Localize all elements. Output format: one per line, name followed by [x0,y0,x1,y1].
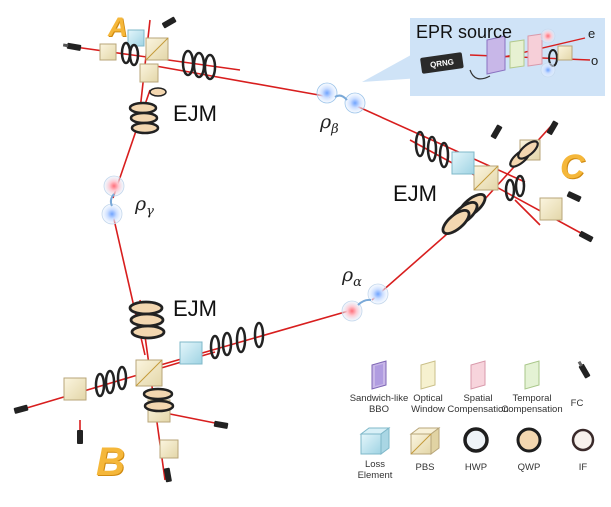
fiber-coupler-icon [163,467,172,483]
legend-label-pbs: PBS [415,462,435,473]
node-label-c: C [560,148,585,186]
pbs-icon [145,37,169,61]
fiber-coupler-icon [566,191,582,202]
pbs-icon [557,45,573,61]
hwp-icon [414,130,426,158]
epr-port-o: o [591,53,599,68]
if-icon [571,428,595,452]
hwp-icon [129,312,165,328]
photon-pair-beta [316,82,366,114]
qrng-chip-icon: QRNG [420,52,464,74]
ejm-label-a: EJM [173,101,217,126]
pbs-icon [99,43,117,61]
fiber-coupler-icon [62,42,82,51]
epr-source-title: EPR source [416,22,513,42]
fiber-coupler-icon [213,420,229,429]
sandwich-bbo-icon [371,360,387,390]
loss-element-icon [127,29,145,47]
beam-beta-to-c [351,103,526,183]
hwp-icon [130,324,166,340]
hwp-icon [438,141,450,169]
fiber-coupler-icon [77,430,83,444]
hwp-icon [514,174,526,198]
temporal-compensation-icon [524,360,540,390]
qwp-icon [149,87,167,97]
hwp-icon [94,372,106,398]
qwp-icon [516,427,542,453]
legend-label-if: IF [578,462,588,473]
fiber-coupler-icon [546,120,559,136]
pbs-icon [159,439,179,459]
ejm-label-b: EJM [173,296,217,321]
hwp-icon [130,121,160,135]
fiber-coupler-icon [578,230,594,243]
hwp-icon [253,321,265,349]
pbs-icon [135,359,163,387]
hwp-icon [104,369,116,395]
node-label-a: A [108,12,128,42]
hwp-icon [143,399,175,413]
state-label-alpha: ρα [342,264,362,290]
pbs-icon [63,377,87,401]
sandwich-bbo-icon [486,35,506,75]
epr-source-panel: QRNG [362,18,605,96]
state-label-gamma: ργ [135,193,154,219]
loss-element-icon [451,151,475,175]
loss-element-icon [359,427,391,455]
fiber-coupler-icon [13,404,29,414]
state-label-beta: ρβ [320,111,339,137]
hwp-icon [221,331,233,357]
pbs-icon [473,165,499,191]
hwp-icon [209,334,221,360]
photon-pair-gamma [101,175,125,225]
spatial-compensation-icon [470,360,486,390]
hwp-icon [441,209,471,235]
hwp-icon [235,326,247,354]
optical-window-icon [420,360,436,390]
hwp-icon [128,300,164,316]
legend-label-hwp: HWP [464,462,488,473]
node-label-b: B [96,440,125,484]
legend-label-fc: FC [570,398,584,409]
fiber-coupler-icon [490,124,503,140]
qrng-chip-label: QRNG [429,57,454,69]
hwp-icon [120,41,132,65]
rotation-arrow-icon [469,69,491,80]
hwp-icon [116,365,128,391]
hwp-icon [203,53,217,81]
node-a-setup [62,16,241,135]
temporal-compensation-icon [509,39,525,69]
fiber-coupler-icon [161,16,177,29]
hwp-icon [426,135,438,163]
hwp-icon [463,427,489,453]
hwp-icon [517,140,539,160]
loss-element-icon [179,341,203,365]
legend-label-qwp: QWP [517,462,541,473]
legend [359,360,595,455]
hwp-icon [128,43,140,67]
hwp-icon [142,387,174,401]
pbs-icon [409,427,441,455]
node-c-setup [409,120,594,243]
hwp-icon [504,178,516,202]
hwp-icon [129,111,159,125]
spatial-compensation-icon [527,33,543,67]
epr-port-e: e [588,26,596,41]
fiber-coupler-icon [577,360,591,379]
hwp-icon [128,101,158,115]
ejm-label-c: EJM [393,181,437,206]
pbs-icon [539,197,563,221]
node-b-setup [13,299,265,483]
pbs-icon [139,63,159,83]
photon-pair-alpha [341,283,389,322]
beam-a-to-beta [149,64,331,98]
